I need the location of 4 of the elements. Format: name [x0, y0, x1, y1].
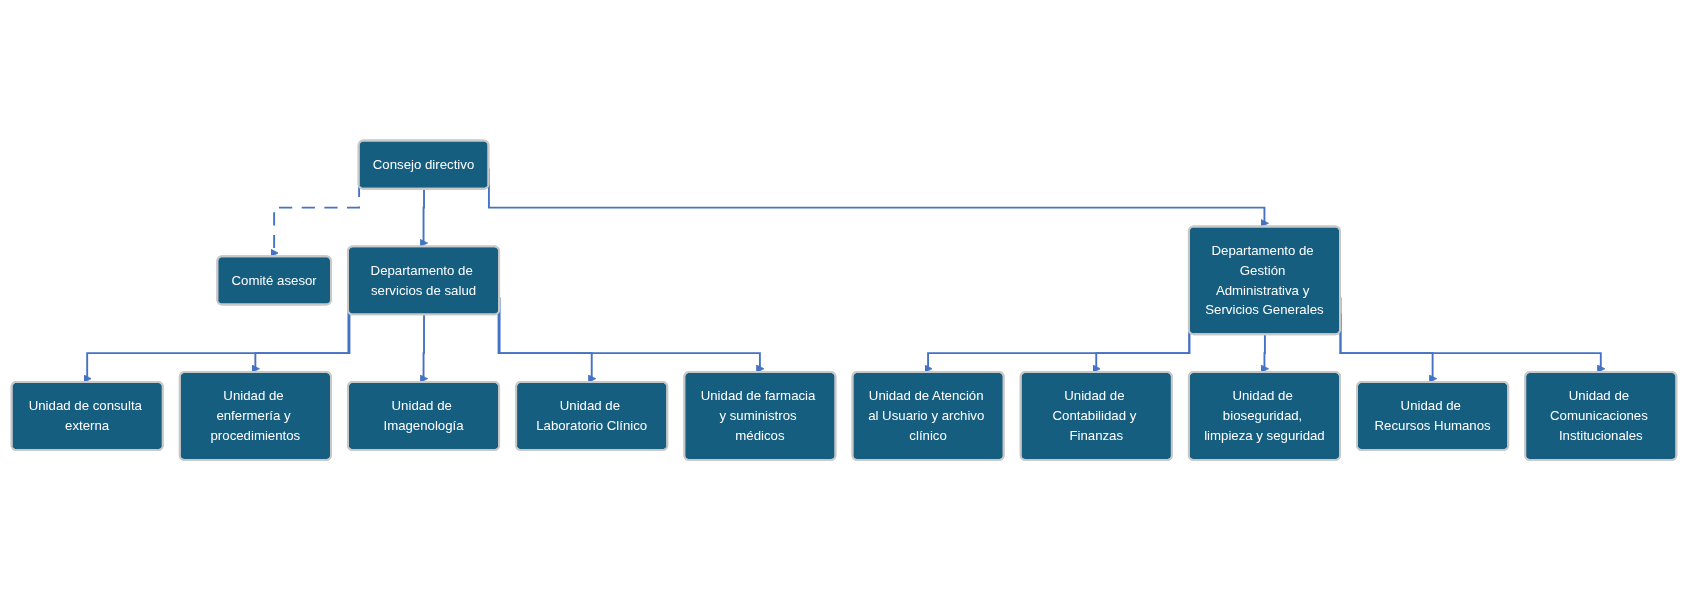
arrow [419, 188, 428, 247]
arrow [1260, 333, 1269, 373]
arrow [419, 313, 428, 383]
arrow [497, 311, 596, 383]
